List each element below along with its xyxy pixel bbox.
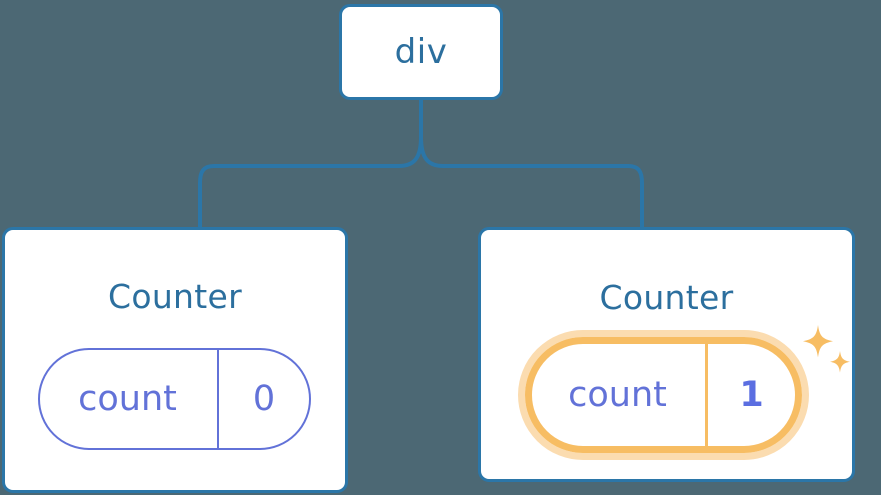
node-div-label: div — [394, 32, 448, 72]
connector-left-branch — [198, 98, 423, 229]
sparkle-group — [803, 325, 850, 373]
state-pill-count-right-wrapper[interactable]: count 1 — [518, 330, 809, 460]
node-counter-left-label: Counter — [108, 277, 242, 316]
state-pill-count-left[interactable]: count 0 — [38, 348, 311, 450]
sparkle-icon — [803, 325, 833, 358]
node-counter-right-label: Counter — [599, 278, 734, 317]
sparkle-icon — [830, 351, 850, 373]
state-pill-key: count — [40, 350, 219, 448]
state-pill-value: 1 — [739, 374, 764, 415]
state-pill-count-right[interactable]: count 1 — [525, 337, 802, 453]
connector-right-branch — [419, 98, 644, 229]
state-pill-highlight-glow — [518, 330, 809, 460]
node-div[interactable]: div — [339, 4, 503, 100]
state-pill-value: 0 — [252, 378, 276, 419]
state-pill-key: count — [532, 344, 708, 446]
